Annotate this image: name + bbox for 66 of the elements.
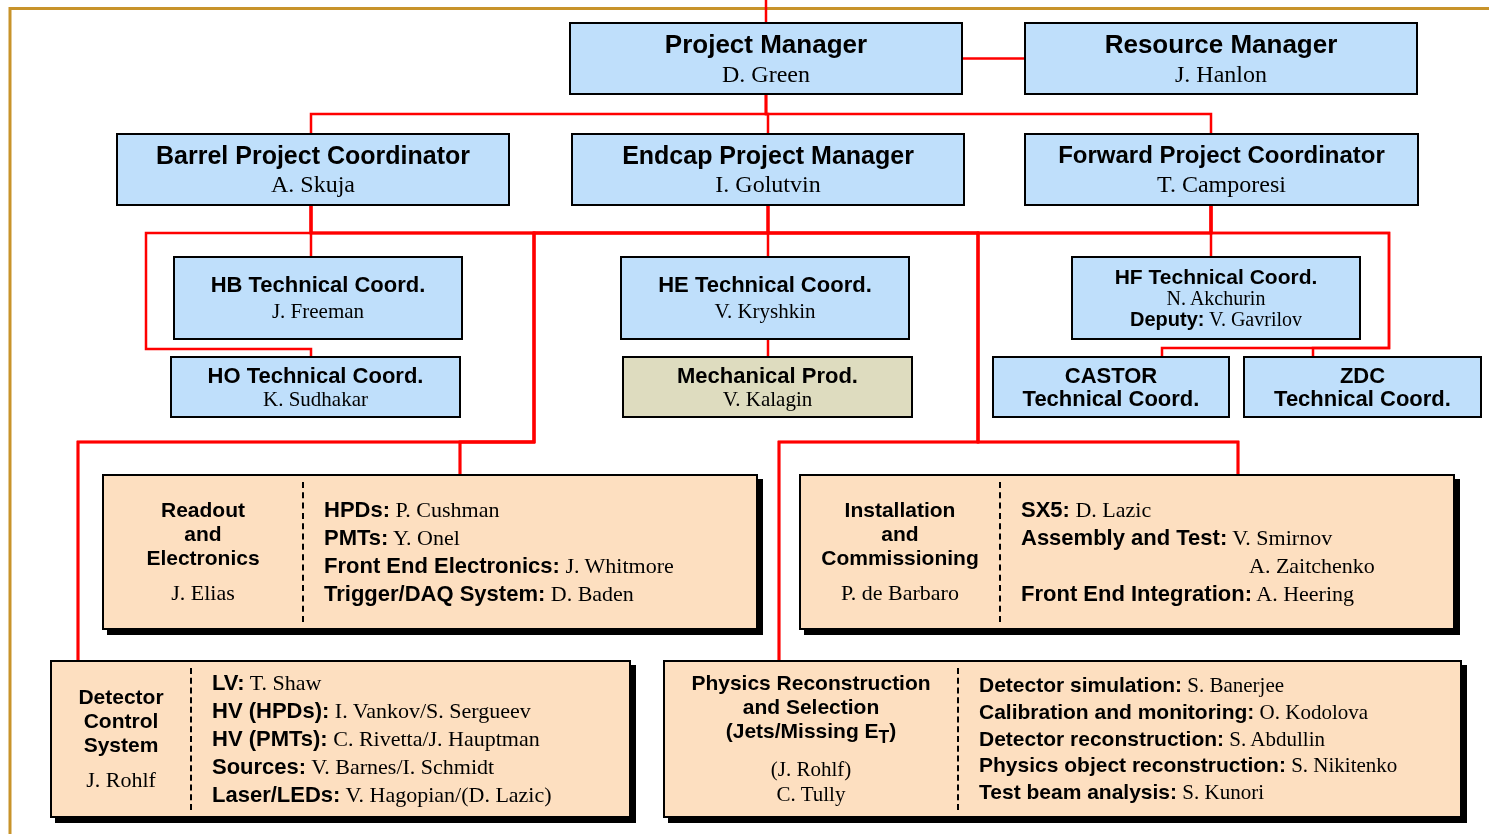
role-box xyxy=(622,356,913,418)
person-name: A. Skuja xyxy=(271,170,355,199)
role-box xyxy=(620,256,910,340)
role-title: Barrel Project Coordinator xyxy=(156,140,470,171)
role-title: HO Technical Coord. xyxy=(207,364,424,388)
role-title: ZDC Technical Coord. xyxy=(1274,363,1451,411)
role-box xyxy=(116,133,510,206)
role-title: CASTOR Technical Coord. xyxy=(1022,363,1200,411)
connector-line xyxy=(764,0,768,22)
responsibility-line: Physics object reconstruction: S. Nikitenko xyxy=(979,752,1398,779)
role-title: HE Technical Coord. xyxy=(658,272,872,299)
person-name: C. Tully xyxy=(776,782,846,808)
person-name: J. Elias xyxy=(171,580,235,607)
role-box xyxy=(173,256,463,340)
role-title: Forward Project Coordinator xyxy=(1058,140,1385,170)
responsibility-line: Front End Integration: A. Heering xyxy=(1021,579,1355,608)
person-name: T. Camporesi xyxy=(1157,169,1286,199)
responsibility-line: Calibration and monitoring: O. Kodolova xyxy=(979,699,1370,726)
responsibility-line: Sources: V. Barnes/I. Schmidt xyxy=(212,752,496,781)
role-title: HB Technical Coord. xyxy=(210,272,426,299)
responsibility-line: Assembly and Test: V. Smirnov xyxy=(1021,524,1334,552)
person-name: P. de Barbaro xyxy=(841,580,959,607)
team-title: Readout and Electronics xyxy=(146,497,260,570)
role-box xyxy=(1024,22,1418,95)
team-title: Detector Control System xyxy=(78,684,164,757)
person-name: D. Green xyxy=(722,59,810,89)
role-box xyxy=(569,22,963,95)
person-name: V. Kalagin xyxy=(722,387,813,410)
responsibility-line: Detector simulation: S. Banerjee xyxy=(979,672,1286,699)
person-name: J. Hanlon xyxy=(1175,59,1267,89)
role-title: Mechanical Prod. xyxy=(677,364,858,388)
role-box xyxy=(992,356,1230,418)
role-box xyxy=(170,356,461,418)
responsibility-line: HPDs: P. Cushman xyxy=(324,496,501,525)
role-box xyxy=(1243,356,1482,418)
person-name: N. Akchurin xyxy=(1166,288,1266,309)
responsibility-line: PMTs: Y. Onel xyxy=(324,524,461,552)
responsibility-line: HV (PMTs): C. Rivetta/J. Hauptman xyxy=(212,725,541,753)
responsibility-line: Front End Electronics: J. Whitmore xyxy=(324,552,674,580)
person-name: Deputy: V. Gavrilov xyxy=(1129,309,1303,330)
responsibility-line: LV: T. Shaw xyxy=(212,669,323,698)
responsibility-line: Test beam analysis: S. Kunori xyxy=(979,779,1265,806)
role-title: Endcap Project Manager xyxy=(622,140,914,171)
responsibility-line: HV (HPDs): I. Vankov/S. Sergueev xyxy=(212,697,532,726)
responsibility-line: A. Zaitchenko xyxy=(1248,552,1375,580)
role-box xyxy=(571,133,965,206)
responsibility-line: Trigger/DAQ System: D. Baden xyxy=(324,579,635,608)
responsibility-line: Detector reconstruction: S. Abdullin xyxy=(979,725,1326,753)
responsibility-line: SX5: D. Lazic xyxy=(1021,496,1153,525)
responsibility-line: Laser/LEDs: V. Hagopian/(D. Lazic) xyxy=(212,780,552,809)
person-name: I. Golutvin xyxy=(715,170,821,199)
role-box xyxy=(1024,133,1419,206)
team-title: Installation and Commissioning xyxy=(821,497,979,570)
role-title: HF Technical Coord. xyxy=(1114,265,1318,288)
connector-line xyxy=(777,206,1213,660)
person-name: (J. Rohlf) xyxy=(770,757,852,783)
connector-line xyxy=(764,95,1213,133)
role-title: Resource Manager xyxy=(1104,28,1338,60)
role-box xyxy=(1071,256,1361,340)
connector-line xyxy=(963,57,1024,60)
role-title: Project Manager xyxy=(664,28,868,60)
person-name: K. Sudhakar xyxy=(263,387,368,410)
team-title: Physics Reconstruction and Selection (Jets/Missing E$_{T}$) xyxy=(690,670,932,748)
person-name: J. Freeman xyxy=(271,298,365,324)
person-name: J. Rohlf xyxy=(86,767,156,794)
person-name: V. Kryshkin xyxy=(714,298,816,324)
